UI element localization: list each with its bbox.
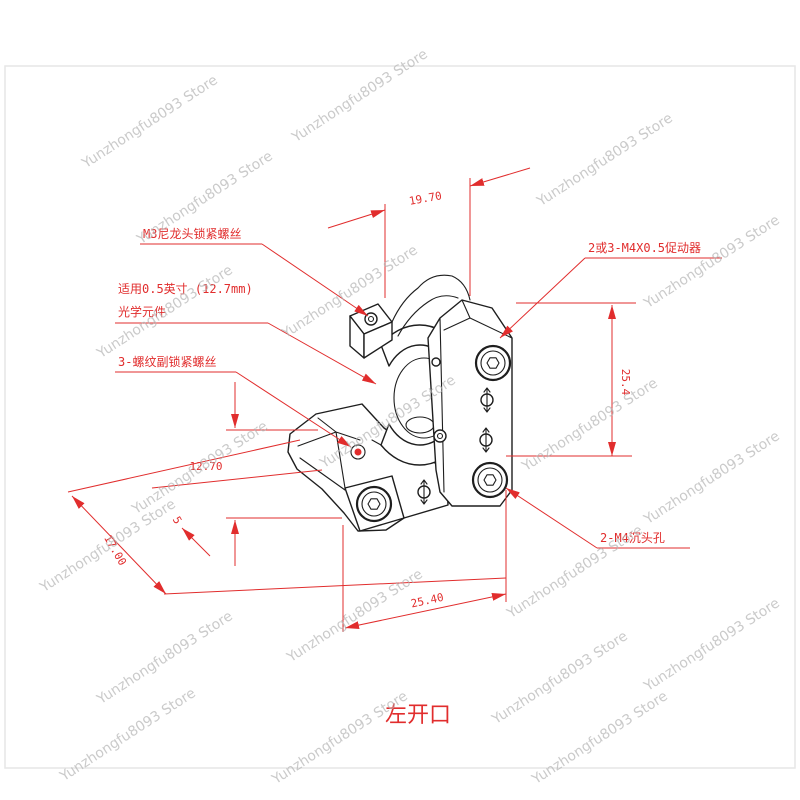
thread-lock-screw-mark <box>354 448 362 456</box>
tapped-hole <box>433 429 447 443</box>
extension-line <box>151 469 323 489</box>
callout-countersunk-holes: 2-M4沉头孔 <box>505 487 690 549</box>
dimension-value-right: 25.4 <box>619 369 632 396</box>
drawing-title: 左开口 <box>385 703 451 728</box>
hex-socket <box>483 474 497 486</box>
drawing-frame <box>4 65 796 769</box>
dimension-line-total <box>71 495 167 595</box>
callout-label: 2或3-M4X0.5促动器 <box>588 241 701 255</box>
dimension-top: 19.70 <box>327 167 531 298</box>
callout-leader <box>505 487 598 549</box>
callout-leader <box>499 257 586 339</box>
dimension-value-bottom: 25.40 <box>410 591 445 611</box>
callout-thread-lock-screw: 3-螺纹副锁紧螺丝 <box>115 354 352 448</box>
keyhole-slot-line <box>482 427 490 453</box>
screw-head-inner <box>480 350 506 376</box>
dimension-arrow <box>327 209 386 229</box>
mount-part <box>287 274 513 532</box>
keyhole-slot-line <box>483 387 491 413</box>
dimension-value-depth-total: 17.00 <box>101 533 129 568</box>
callout-actuator: 2或3-M4X0.5促动器 <box>499 241 722 339</box>
dimension-value-top: 19.70 <box>408 189 443 208</box>
callout-leader <box>261 243 369 317</box>
center-bore <box>405 416 435 434</box>
callout-label: 2-M4沉头孔 <box>600 531 665 545</box>
keyhole-slot <box>417 479 431 505</box>
callout-label: 适用0.5英寸 (12.7mm) <box>118 282 253 296</box>
tapped-hole-inner <box>436 432 444 440</box>
actuator-plate-bevel <box>439 299 513 493</box>
extension-line <box>67 439 301 493</box>
dimension-line <box>344 592 507 630</box>
hex-socket <box>367 498 381 510</box>
dimension-arrow <box>469 167 531 187</box>
dimension-value-left: 12.70 <box>189 460 222 473</box>
callout-leader <box>267 322 377 385</box>
screw-head-inner <box>361 491 387 517</box>
keyhole-slot <box>480 387 494 413</box>
hex-socket <box>486 357 500 369</box>
top-arm-outline <box>391 274 471 323</box>
m3-screw-socket <box>367 315 375 323</box>
callout-leader <box>235 371 352 448</box>
screw-head-inner <box>477 467 503 493</box>
thread-lock-screw-ring <box>350 444 366 460</box>
dimension-right-vertical: 25.4 <box>506 302 636 457</box>
actuator-screw-top <box>474 344 512 382</box>
callout-m3-lock-screw: M3尼龙头锁紧螺丝 <box>140 226 369 317</box>
actuator-screw-bottom <box>471 461 509 499</box>
keyhole-slot-line <box>420 479 428 505</box>
extension-line <box>163 577 507 595</box>
callout-label: 光学元件 <box>118 304 166 319</box>
tapped-hole <box>431 357 441 367</box>
dimension-line-offset <box>181 527 211 557</box>
thread-lock-screw <box>350 444 366 460</box>
base-arm-edge <box>297 417 361 491</box>
callout-label: M3尼龙头锁紧螺丝 <box>143 226 241 241</box>
callout-label: 3-螺纹副锁紧螺丝 <box>118 354 216 369</box>
countersunk-screw-front <box>355 485 393 523</box>
clamp-block-side <box>363 321 393 359</box>
keyhole-slot <box>479 427 493 453</box>
top-arm-inner-edge <box>397 295 459 337</box>
callout-optic-element: 适用0.5英寸 (12.7mm) 光学元件 <box>115 282 377 385</box>
dimension-value-depth-offset: 5 <box>170 514 185 526</box>
